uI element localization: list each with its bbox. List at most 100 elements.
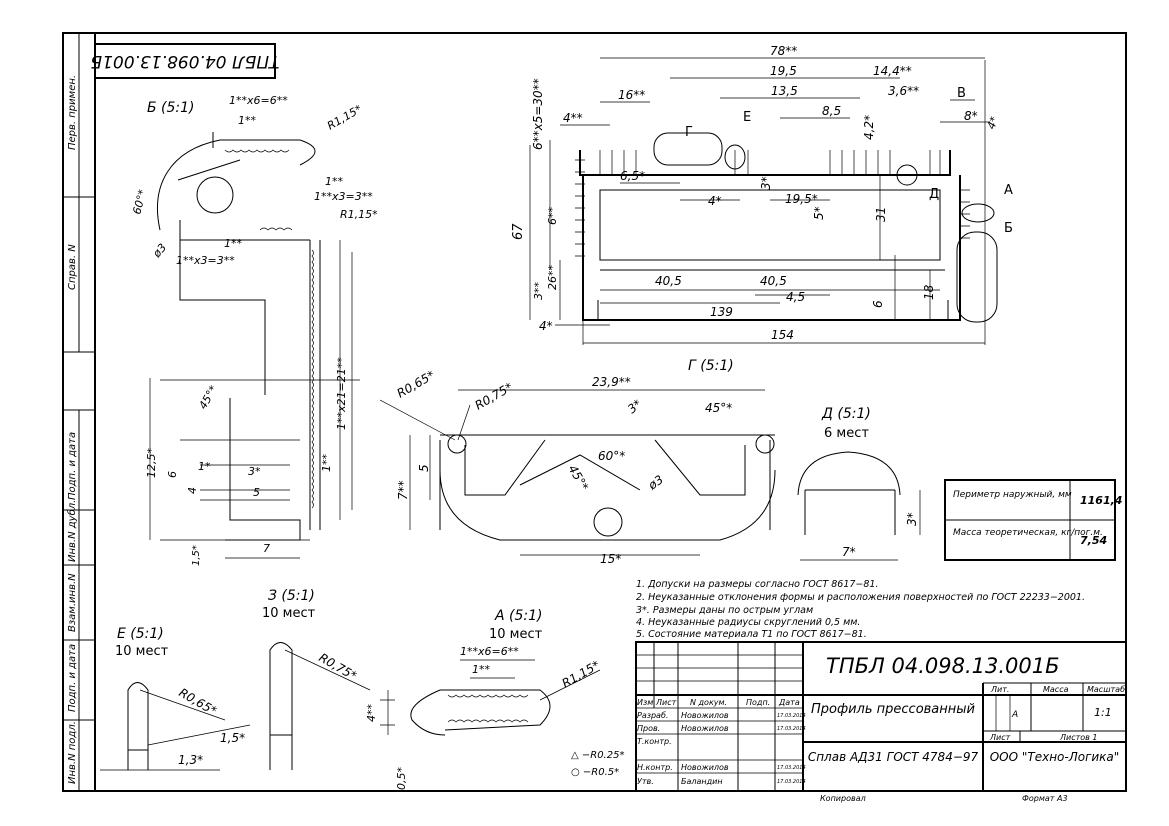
tb-name: Баландин [681,777,723,786]
view-z-subtitle: 10 мест [262,606,316,621]
tb-material: Сплав АД31 ГОСТ 4784−97 [807,750,979,764]
view-e-subtitle: 10 мест [115,644,169,659]
view-letter: В [957,86,966,101]
view-b: Б (5:1) 1**x6=6** 1** R1,15* 60°* ø3 1**… [130,94,378,566]
property-value: 7,54 [1080,534,1107,547]
view-z-outline [269,642,293,770]
dim: 1** [238,114,256,127]
tb-head: Подп. [746,698,770,707]
dim: R0,65* [177,685,220,718]
dim: 139 [710,305,733,319]
view-z-title: З (5:1) [268,588,315,604]
dim: 3* [759,176,773,190]
dim: 4* [708,194,722,208]
detail-e-callout [724,144,746,170]
view-b-hole [196,176,234,214]
view-a-dims [380,659,601,735]
side-fins [575,159,970,257]
dim: 6 [871,300,885,308]
top-stamp-box [94,43,276,79]
dim: 45°* [565,463,591,494]
view-b-profile [179,220,321,541]
dim: 60°* [598,449,625,463]
view-a-title: А (5:1) [494,608,542,624]
dim: 45°* [196,383,220,412]
tb-head: Дата [778,698,800,707]
view-e-dims [100,689,251,771]
dim: 3* [625,397,644,416]
dim: 1**x3=3** [314,190,373,203]
tb-lit-label: Лит. [990,685,1009,694]
side-label: Перв. примен. [67,75,78,150]
dim: 4,5 [786,290,805,304]
dim: 1* [198,460,211,473]
tb-copied: Копировал [820,794,866,803]
dim: R0,75* [473,380,516,413]
tb-role: Пров. [637,724,660,733]
properties-table: Периметр наружный, мм 1161,4 Масса теоре… [944,479,1122,561]
top-stamp: ТПБЛ 04.098.13.001Б [90,51,279,71]
dim: 4,2* [862,115,876,140]
tb-head: N докум. [690,698,727,707]
dim: 6** [546,207,559,225]
dim: 60°* [130,188,149,216]
tb-scale-value: 1:1 [1094,706,1112,719]
side-label: Подп. и дата [67,432,78,500]
property-label: Масса теоретическая, кг/пог.м. [953,528,1103,538]
view-e: Е (5:1) 10 мест R0,65* 1,5* 1,3* [100,626,251,771]
dim: 3,6** [888,84,919,98]
dim: 154 [771,328,794,342]
view-e-outline [127,682,149,770]
view-a-outline [410,689,551,736]
dim: ø3 [150,241,169,261]
view-g-hole [593,507,623,537]
tb-role: Н.контр. [637,763,673,772]
tb-role: Т.контр. [637,737,672,746]
dim: 23,9** [592,375,631,389]
tb-role: Разраб. [637,711,668,720]
side-label: Инв.N подл. [67,721,78,784]
view-g-round [447,434,467,454]
view-d-subtitle: 6 мест [824,426,869,441]
dim: R0,65* [395,368,438,401]
dim: 1,3* [178,753,203,767]
view-b-teeth [224,149,293,231]
tb-lit-value: А [1011,710,1018,720]
detail-d-callout [896,164,918,186]
title-block: Изм Лист N докум. Подп. Дата Разраб. Нов… [635,641,1127,792]
dim: 4* [539,319,553,333]
legend-item: ○ −R0.5* [571,767,619,778]
dim: 26** [546,265,559,290]
dim: 1,5* [220,731,245,745]
dim: 6 [166,471,179,478]
dim: R0,75* [317,650,360,683]
view-letter: Г [685,125,693,140]
dim: 40,5 [655,274,682,288]
dim: 19,5* [785,192,818,206]
view-d: Д (5:1) 6 мест 3* 7* [797,406,921,561]
main-inner [597,189,949,320]
note: 5. Состояние материала Т1 по ГОСТ 8617−8… [636,629,867,640]
dim: 1**x6=6** [460,645,519,658]
note: 3*. Размеры даны по острым углам [636,605,813,616]
side-label: Справ. N [67,244,78,290]
dim: 6**x5=30** [531,78,545,150]
note: 1. Допуски на размеры согласно ГОСТ 8617… [636,579,878,590]
dim: 40,5 [760,274,787,288]
dim: R1,15* [560,658,603,691]
dim: 15* [600,552,621,566]
tb-sheets-label: Листов 1 [1059,733,1098,742]
dim: 5* [812,206,826,220]
dim: 3* [248,465,261,478]
tb-head: Лист [655,698,677,707]
dim: 1** [224,237,242,250]
note: 4. Неуказанные радиусы скруглений 0,5 мм… [636,617,860,628]
dim: 45°* [705,401,732,415]
side-label: Подп. и дата [67,644,78,712]
tb-role: Утв. [637,777,654,786]
view-z: З (5:1) 10 мест R0,75* [262,588,371,770]
tb-sheet-label: Лист [989,733,1011,742]
view-g-outline [439,434,776,541]
tb-date: 17.03.2014 [777,779,806,785]
